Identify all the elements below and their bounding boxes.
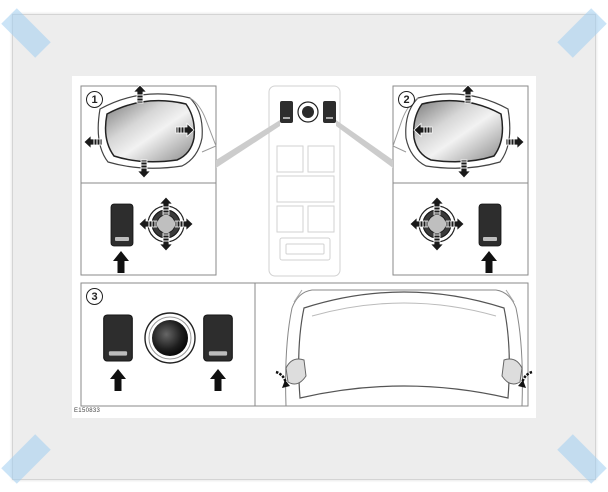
callout-beam-left (216, 120, 280, 168)
step-marker-2: 2 (398, 91, 415, 108)
step-marker-1: 1 (86, 91, 103, 108)
right-mirror (392, 84, 525, 179)
left-door-mirror-folded (275, 358, 307, 388)
callout-beam-right (336, 120, 393, 168)
vehicle-outline (285, 289, 523, 407)
fold-centre-knob (144, 312, 196, 364)
left-mirror (83, 84, 217, 179)
door-control-panel (268, 85, 341, 277)
right-door-mirror-folded (501, 358, 533, 388)
fold-arrow-icon (282, 380, 290, 388)
reference-code: E150833 (74, 408, 101, 414)
step-marker-3: 3 (86, 288, 103, 305)
mirror-adjustment-diagram (80, 84, 533, 407)
door-switch-cluster (280, 101, 336, 123)
fold-arrow-icon (518, 380, 526, 388)
diagram-sheet: 1 2 3 E150833 (72, 76, 536, 418)
